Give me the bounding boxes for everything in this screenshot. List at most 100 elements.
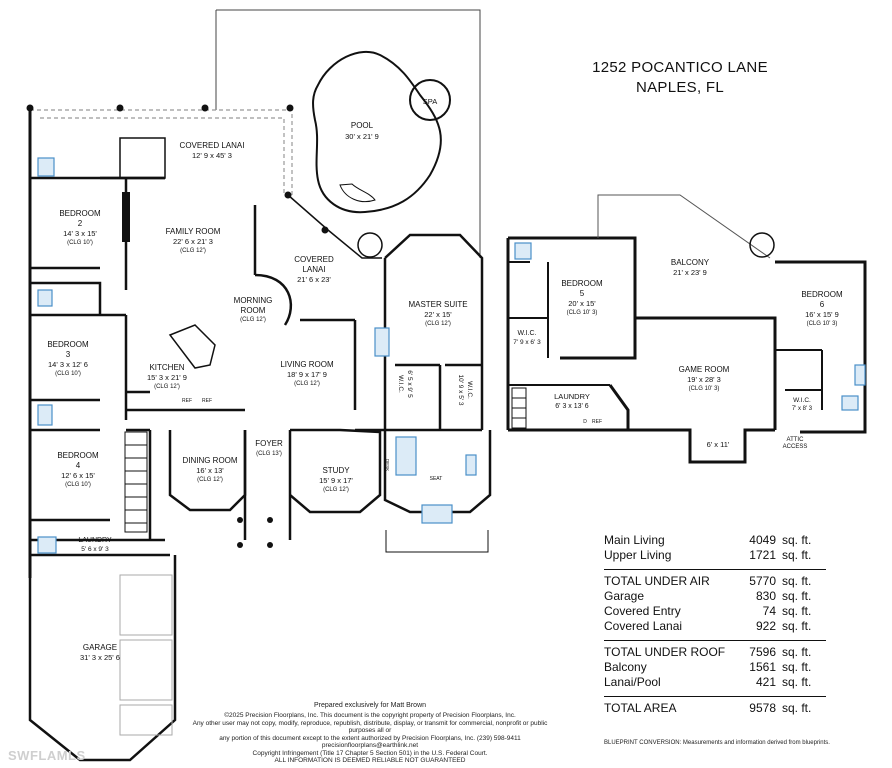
upper-floor-walls [506, 236, 867, 464]
bedroom4-clg: (CLG 10') [65, 482, 91, 488]
study-clg: (CLG 12') [323, 487, 349, 493]
bedroom2-clg: (CLG 10') [67, 240, 93, 246]
area-label: Main Living [604, 533, 665, 547]
area-unit: sq. ft. [782, 701, 812, 715]
master-suite-clg: (CLG 12') [425, 321, 451, 327]
blueprint-note: BLUEPRINT CONVERSION: Measurements and i… [604, 740, 830, 746]
bedroom4-label: BEDROOM [57, 451, 99, 460]
laundry-label: LAUNDRY [78, 537, 112, 544]
balcony-label: BALCONY [671, 258, 710, 267]
bedroom6-clg: (CLG 10' 3) [807, 321, 838, 327]
family-room-clg: (CLG 12') [180, 248, 206, 254]
copyright-line: Copyright Infringement (Title 17 Chapter… [252, 749, 488, 757]
address-line1: 1252 POCANTICO LANE [592, 59, 768, 76]
area-value: 830 [755, 589, 776, 603]
area-value: 922 [755, 619, 776, 633]
master-suite-label: MASTER SUITE [408, 300, 467, 309]
copyright-line: any portion of this document except to t… [219, 734, 521, 750]
morning-room-label: MORNING [234, 296, 273, 305]
pool-steps [339, 183, 376, 203]
divider [604, 569, 826, 570]
covered-lanai-dims: 12' 9 x 45' 3 [192, 151, 232, 160]
desk-label: DESK [385, 459, 390, 471]
area-label: TOTAL UNDER AIR [604, 574, 710, 588]
room-labels: POOL 30' x 21' 9 SPA COVERED LANAI 12' 9… [47, 97, 843, 662]
lanai-kitchen [119, 137, 166, 179]
pool-dims: 30' x 21' 9 [345, 132, 379, 141]
attic-label: ATTIC [787, 437, 805, 443]
address-line2: NAPLES, FL [635, 79, 725, 96]
area-label: Upper Living [604, 548, 672, 562]
fireplace [122, 192, 130, 242]
living-room-clg: (CLG 12') [294, 381, 320, 387]
area-value: 1561 [749, 660, 776, 674]
copyright-line: ©2025 Precision Floorplans, Inc. This do… [224, 712, 516, 719]
watermark: SWFLAMLS [8, 748, 86, 763]
interior-walls [28, 176, 492, 762]
foyer-clg: (CLG 13') [256, 451, 282, 457]
covered-lanai2-dims: 21' 6 x 23' [297, 275, 331, 284]
bedroom6-label: BEDROOM [801, 290, 843, 299]
balcony-dims: 21' x 23' 9 [673, 268, 707, 277]
laundry-upper-label: LAUNDRY [554, 392, 590, 401]
covered-lanai-label: COVERED LANAI [180, 141, 245, 150]
divider [604, 640, 826, 641]
lanai-posts [26, 104, 329, 234]
seat-label: SEAT [430, 476, 443, 482]
area-label: Lanai/Pool [604, 675, 661, 689]
prepared-for: Prepared exclusively for Matt Brown [313, 702, 427, 709]
wic-upper2-label: W.I.C. [793, 397, 811, 404]
area-unit: sq. ft. [782, 675, 812, 689]
area-unit: sq. ft. [782, 589, 812, 603]
kitchen-clg: (CLG 12') [154, 384, 180, 390]
bedroom5-clg: (CLG 10' 3) [567, 310, 598, 316]
wic-master2-dims: 10' 9 x 5' 3 [457, 374, 464, 405]
laundry-dims: 5' 6 x 9' 3 [81, 546, 109, 553]
bedroom3-clg: (CLG 10') [55, 371, 81, 377]
game-nook-dims: 6' x 11' [707, 440, 730, 449]
morning-room-label2: ROOM [241, 306, 266, 315]
ref-label-upper: REF [592, 419, 602, 425]
master-suite-dims: 22' x 15' [424, 310, 452, 319]
area-label: TOTAL UNDER ROOF [604, 645, 726, 659]
covered-lanai-outline [30, 109, 293, 195]
balcony-outline [597, 194, 771, 259]
bedroom6-dims: 16' x 15' 9 [805, 310, 839, 319]
bedroom3-dims: 14' 3 x 12' 6 [48, 360, 88, 369]
family-room-label: FAMILY ROOM [166, 227, 221, 236]
area-label: TOTAL AREA [604, 701, 677, 715]
area-label: Garage [604, 589, 645, 603]
study-label: STUDY [322, 466, 350, 475]
bedroom5-dims: 20' x 15' [568, 299, 596, 308]
area-value: 9578 [749, 701, 776, 715]
entry-columns [237, 517, 273, 548]
bath-fixtures [37, 157, 477, 554]
kitchen-dims: 15' 3 x 21' 9 [147, 373, 187, 382]
pool-label: POOL [351, 121, 374, 130]
area-value: 421 [755, 675, 776, 689]
area-unit: sq. ft. [782, 604, 812, 618]
bedroom5-label: BEDROOM [561, 279, 603, 288]
wic-master1-dims: 6' 5 x 9' 5 [406, 370, 413, 398]
upper-bath-fixtures [514, 242, 866, 411]
attic-label2: ACCESS [783, 444, 808, 450]
covered-lanai2-label: COVERED [294, 255, 334, 264]
foyer-label: FOYER [255, 439, 283, 448]
spiral-stair [357, 232, 383, 258]
upper-stairs [511, 387, 527, 429]
pool-lanai-enclosure [287, 194, 382, 259]
wic-upper2-dims: 7' x 8' 3 [792, 406, 813, 412]
bedroom3-label: BEDROOM [47, 340, 89, 349]
divider [604, 696, 826, 697]
upper-interior [508, 261, 823, 410]
wic-master1-label: W.I.C. [397, 375, 404, 393]
bedroom6-num: 6 [820, 300, 825, 309]
laundry-upper-dims: 6' 3 x 13' 6 [555, 403, 589, 410]
